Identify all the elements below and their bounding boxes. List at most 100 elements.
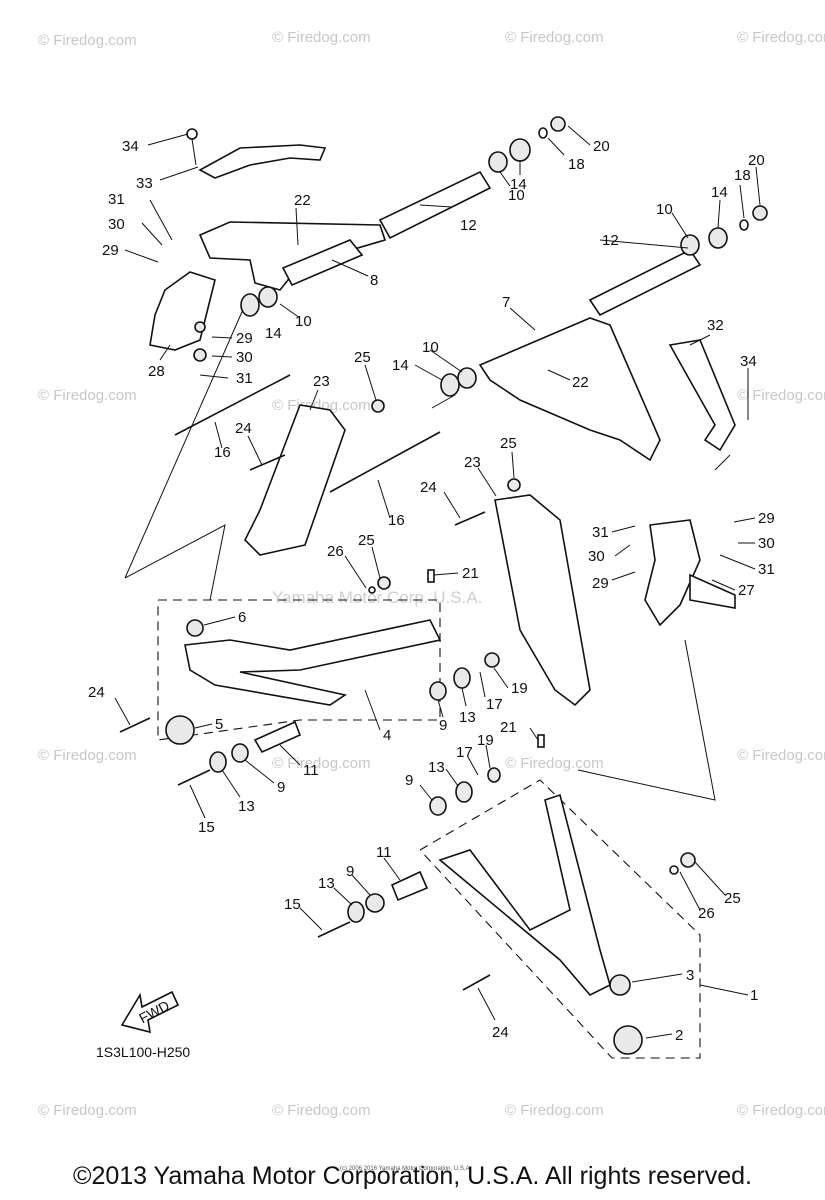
callout-label: 9: [277, 779, 285, 796]
collar-9: [365, 893, 385, 913]
grease-nipple-21: [537, 734, 545, 748]
watermark-text: © Firedog.com: [272, 29, 371, 46]
callout-label: 24: [420, 479, 437, 496]
callout-label: 10: [295, 313, 312, 330]
callout-label: 29: [236, 330, 253, 347]
bushing-14: [509, 138, 531, 162]
callout-label: 24: [235, 420, 252, 437]
callout-label: 14: [711, 184, 728, 201]
callout-label: 13: [459, 709, 476, 726]
callout-label: 30: [588, 548, 605, 565]
callout-label: 16: [214, 444, 231, 461]
collar-10: [457, 367, 477, 389]
callout-label: 24: [88, 684, 105, 701]
nut-25: [371, 399, 385, 413]
nut-20: [752, 205, 768, 221]
nut-25: [680, 852, 696, 868]
callout-label: 23: [464, 454, 481, 471]
callout-label: 17: [456, 744, 473, 761]
washer-29: [194, 321, 206, 333]
callout-label: 13: [428, 759, 445, 776]
collar-10: [258, 286, 278, 308]
lower-arm-4: [184, 619, 442, 706]
callout-label: 23: [313, 373, 330, 390]
pipe-12: [588, 248, 702, 317]
callout-label: 25: [354, 349, 371, 366]
callout-label: 20: [748, 152, 765, 169]
callout-label: 14: [392, 357, 409, 374]
washer-18: [538, 127, 548, 139]
callout-label: 30: [758, 535, 775, 552]
callout-label: 4: [383, 727, 391, 744]
pipe-11: [253, 720, 302, 754]
ball-joint-2: [613, 1025, 643, 1055]
nut-19: [487, 767, 501, 783]
callout-label: 25: [358, 532, 375, 549]
washer-26: [368, 586, 376, 594]
callout-label: 25: [724, 890, 741, 907]
callout-label: 30: [108, 216, 125, 233]
washer-18: [739, 219, 749, 231]
callout-label: 28: [148, 363, 165, 380]
watermark-text: © Firedog.com: [737, 1102, 825, 1119]
bolt-24: [119, 717, 151, 733]
shock-absorber-23: [494, 494, 591, 707]
callout-label: 33: [136, 175, 153, 192]
brake-hose-bracket-32: [668, 339, 736, 452]
callout-leaders: [114, 125, 761, 1039]
callout-label: 24: [492, 1024, 509, 1041]
bushing-13: [209, 751, 227, 773]
callout-label: 8: [370, 272, 378, 289]
callout-label: 34: [740, 353, 757, 370]
collar-9: [231, 743, 249, 763]
callout-label: 1: [750, 987, 758, 1004]
callout-label: 25: [500, 435, 517, 452]
bushing-14: [240, 293, 260, 317]
callout-label: 16: [388, 512, 405, 529]
collar-9: [429, 681, 447, 701]
callout-label: 9: [405, 772, 413, 789]
callout-label: 18: [568, 156, 585, 173]
reference-code: 1S3L100-H250: [96, 1044, 190, 1060]
callout-label: 14: [510, 176, 527, 193]
callout-label: 15: [198, 819, 215, 836]
callout-label: 12: [602, 232, 619, 249]
callout-label: 26: [327, 543, 344, 560]
nut-30: [193, 348, 207, 362]
callout-label: 18: [734, 167, 751, 184]
knuckle-28: [149, 271, 216, 351]
nut-25: [377, 576, 391, 590]
callout-label: 14: [265, 325, 282, 342]
callout-label: 10: [656, 201, 673, 218]
watermark-text: © Firedog.com: [38, 32, 137, 49]
bushing-13: [455, 781, 473, 803]
bushing-14: [708, 227, 728, 249]
bushing-3: [609, 974, 631, 996]
callout-label: 19: [511, 680, 528, 697]
collar-9: [429, 796, 447, 816]
callout-label: 5: [215, 716, 223, 733]
callout-label: 9: [346, 863, 354, 880]
lower-arm-1: [438, 793, 611, 996]
callout-label: 26: [698, 905, 715, 922]
nut-25: [507, 478, 521, 492]
knuckle-27: [644, 519, 701, 627]
spindle: [689, 573, 736, 609]
copyright-notice: ©2013 Yamaha Motor Corporation, U.S.A. A…: [73, 1162, 752, 1190]
callout-label: 29: [758, 510, 775, 527]
watermark-text: © Firedog.com: [737, 387, 825, 404]
upper-arm-7: [478, 317, 661, 462]
callout-label: 22: [572, 374, 589, 391]
callout-label: 31: [236, 370, 253, 387]
callout-label: 7: [502, 294, 510, 311]
watermark-text: © Firedog.com: [505, 1102, 604, 1119]
bolt-24: [249, 454, 286, 471]
bolt-16: [174, 374, 291, 436]
watermark-text: © Firedog.com: [737, 29, 825, 46]
watermark-text: © Firedog.com: [505, 29, 604, 46]
callout-label: 6: [238, 609, 246, 626]
bushing-6: [186, 619, 204, 637]
callout-label: 9: [439, 717, 447, 734]
callout-label: 30: [236, 349, 253, 366]
nut-20: [550, 116, 566, 132]
